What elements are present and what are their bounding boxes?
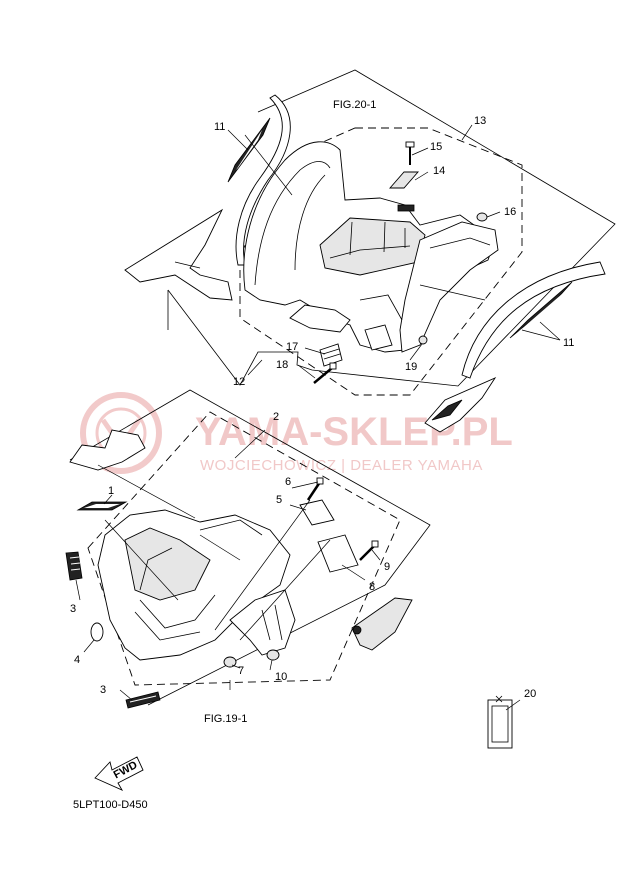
callout-13: 13 (474, 115, 486, 127)
callout-3-upper: 3 (70, 603, 76, 615)
callout-5: 5 (276, 494, 282, 506)
decal-11-left (227, 117, 271, 183)
panel-crease (359, 294, 403, 321)
callout-3-lower: 3 (100, 684, 106, 696)
callout-2: 2 (273, 411, 279, 423)
decal-plate (69, 429, 146, 471)
fender-nose (124, 527, 211, 601)
callout-4: 4 (74, 654, 80, 666)
part-16-clip (476, 212, 488, 222)
part-17-plate (319, 343, 343, 367)
callout-14: 14 (433, 165, 445, 177)
fig-ref-top: FIG.20-1 (333, 99, 376, 111)
diagram-code: 5LPT100-D450 (73, 799, 148, 811)
part-8-plate (317, 534, 359, 573)
part-20-label (487, 695, 521, 749)
callout-6: 6 (285, 476, 291, 488)
front-fender-frame (69, 389, 431, 706)
panel-crease (429, 237, 491, 249)
fender-stripe-right (461, 261, 606, 379)
part-18-bolt (313, 362, 337, 384)
callout-11-left: 11 (214, 121, 225, 133)
decal-3-upper (65, 551, 83, 581)
callout-9: 9 (384, 561, 390, 573)
front-side-cover (351, 597, 413, 651)
decal-3-lower (125, 691, 161, 709)
callout-12: 12 (233, 376, 245, 388)
fender-contour (254, 161, 331, 286)
callout-10: 10 (275, 671, 287, 683)
fender-contour (199, 519, 263, 536)
box-edge (329, 245, 411, 259)
watermark-text: YAMA-SKLEP.PL (195, 410, 513, 454)
leader-lines-bottom (75, 429, 381, 701)
panel-crease (174, 261, 201, 269)
part-15-screw (405, 141, 415, 165)
front-fender-dashed-boundary (87, 411, 401, 686)
part-6-bolt (306, 477, 324, 501)
callout-7: 7 (238, 665, 244, 677)
callout-8: 8 (369, 581, 375, 593)
decal-1 (76, 501, 128, 511)
watermark-subtext: WOJCIECHOWICZ | DEALER YAMAHA (200, 457, 483, 474)
callout-20: 20 (524, 688, 536, 700)
fwd-arrow: FWD (94, 756, 144, 791)
part-4-grommet (90, 622, 104, 642)
callout-15: 15 (430, 141, 442, 153)
callout-1: 1 (108, 485, 114, 497)
plate-mount (364, 324, 393, 351)
callout-17: 17 (286, 341, 298, 353)
fender-contour (134, 611, 201, 641)
part-10-grommet (266, 649, 280, 661)
fender-contour (139, 547, 173, 591)
fig-ref-bottom: FIG.19-1 (204, 713, 247, 725)
fender-contour (139, 594, 216, 629)
decal-lower-right (431, 399, 463, 421)
label-card-inner (491, 705, 509, 743)
part-7-grommet (223, 656, 237, 668)
front-fender-side (229, 589, 296, 656)
front-fender-assembly (65, 389, 431, 709)
leader-lines-top (227, 124, 561, 379)
label-x-mark (495, 695, 503, 703)
fender-stripe-left (235, 94, 291, 266)
part-9-screw (359, 540, 379, 561)
part-14-decal (389, 171, 419, 189)
part-5-plate (299, 499, 335, 526)
callout-16: 16 (504, 206, 516, 218)
callout-11-right: 11 (563, 337, 574, 349)
fender-tray (289, 304, 351, 333)
side-panel-left (124, 208, 233, 301)
callout-18: 18 (276, 359, 288, 371)
box-divider (349, 221, 406, 256)
side-ribs (261, 604, 283, 641)
rear-fender-frame (167, 69, 616, 387)
callout-19: 19 (405, 361, 417, 373)
box-badge (397, 204, 415, 212)
rear-fender-assembly (124, 69, 616, 433)
cover-fastener (352, 625, 362, 635)
part-19-grommet (418, 335, 428, 345)
side-panel-lower-right (424, 376, 497, 433)
fender-contour (294, 174, 326, 271)
decal-11-right (509, 281, 573, 339)
